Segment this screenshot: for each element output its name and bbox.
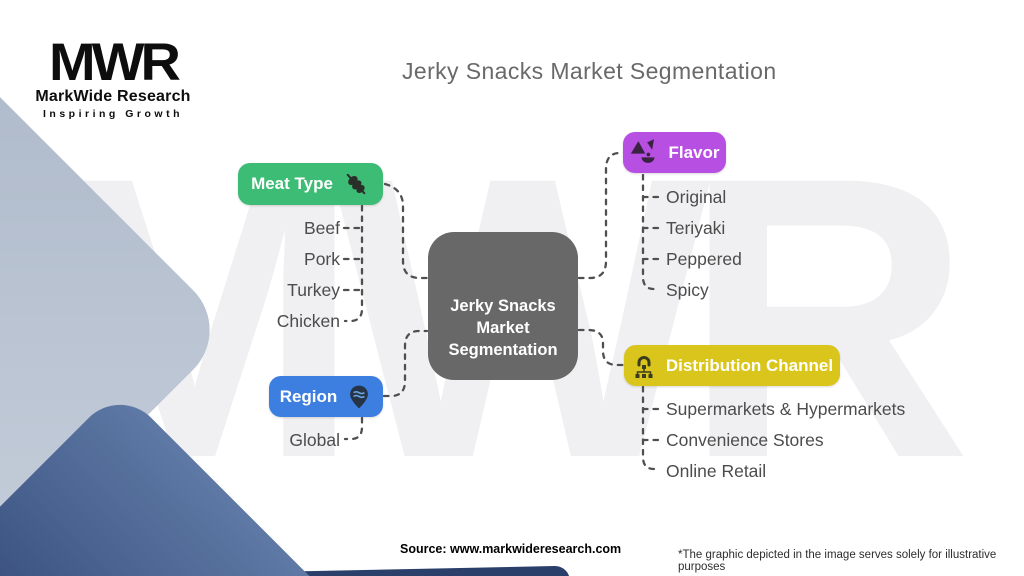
center-node-label-line1: Jerky Snacks bbox=[450, 297, 556, 315]
map-pin-icon bbox=[346, 384, 372, 410]
dashed-connector-paths bbox=[342, 151, 663, 471]
segment-item-global: Global bbox=[289, 430, 340, 450]
center-node-label-line3: Segmentation bbox=[448, 340, 558, 359]
segment-item-chicken: Chicken bbox=[276, 311, 340, 331]
branch-node-meat-type: Meat Type bbox=[238, 163, 383, 205]
skewer-icon bbox=[342, 170, 370, 198]
logo-tagline: Inspiring Growth bbox=[43, 108, 183, 120]
source-text: Source: www.markwideresearch.com bbox=[400, 542, 622, 556]
segment-item-teriyaki: Teriyaki bbox=[666, 218, 726, 238]
segment-item-pork: Pork bbox=[304, 249, 340, 269]
disclaimer-text: *The graphic depicted in the image serve… bbox=[678, 549, 997, 573]
segment-item-beef: Beef bbox=[304, 218, 340, 238]
segment-item-turkey: Turkey bbox=[287, 280, 340, 300]
page-title: Jerky Snacks Market Segmentation bbox=[402, 58, 777, 84]
center-node-label-line2: Market bbox=[476, 318, 530, 337]
branch-node-region: Region bbox=[269, 376, 383, 417]
segment-item-online-retail: Online Retail bbox=[666, 461, 767, 481]
spice-shapes-icon bbox=[629, 138, 659, 168]
logo: MWR MarkWide Research Inspiring Growth bbox=[35, 34, 191, 120]
segment-item-peppered: Peppered bbox=[666, 249, 742, 269]
segment-item-spicy: Spicy bbox=[666, 280, 709, 300]
center-node: Jerky Snacks Market Segmentation bbox=[428, 232, 578, 380]
network-icon bbox=[631, 353, 657, 379]
logo-name: MarkWide Research bbox=[35, 88, 191, 105]
segment-item-supermarkets-hypermarkets: Supermarkets & Hypermarkets bbox=[666, 399, 906, 419]
segment-item-convenience-stores: Convenience Stores bbox=[666, 430, 824, 450]
segment-item-original: Original bbox=[666, 187, 727, 207]
logo-mark: MWR bbox=[49, 31, 181, 92]
branch-label-flavor: Flavor bbox=[668, 142, 720, 162]
branch-node-flavor: Flavor bbox=[623, 132, 726, 173]
branch-node-distribution-channel: Distribution Channel bbox=[624, 345, 840, 386]
branch-label-distribution-channel: Distribution Channel bbox=[665, 355, 834, 375]
branch-label-region: Region bbox=[279, 386, 338, 406]
branch-label-meat-type: Meat Type bbox=[251, 174, 333, 193]
